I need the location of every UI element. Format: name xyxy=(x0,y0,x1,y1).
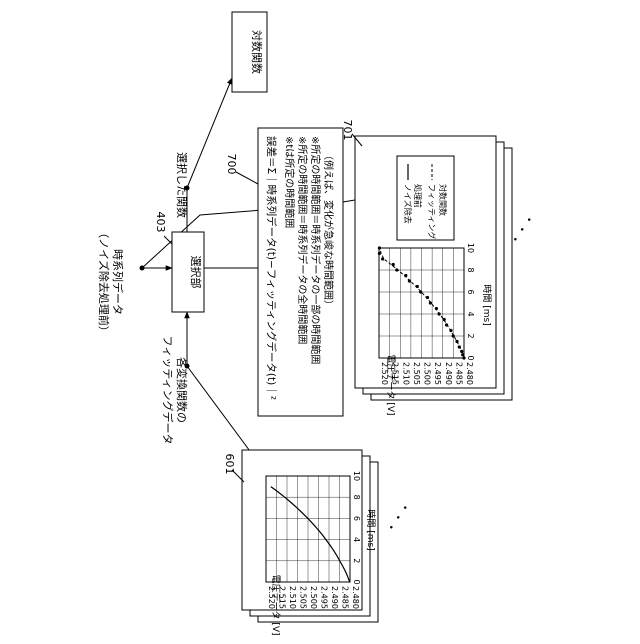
x-tick-label: 4 xyxy=(466,311,475,316)
y-tick-label: 2.500 xyxy=(309,586,318,609)
y-tick-label: 2.495 xyxy=(320,586,329,609)
error-box: 700 誤差＝Σ｜時系列データ(t)−フィッティングデータ(t)｜² ※tは所定… xyxy=(225,128,343,416)
chart-701-legend: ノイズ除去 処理前 フィッティング 対数関数 xyxy=(397,156,454,240)
legend-entry-2: フィッティング xyxy=(427,184,437,239)
error-note-2: ※所定の時間範囲＝時系列データの全時間範囲 xyxy=(296,136,309,344)
y-tick-label: 2.510 xyxy=(288,586,297,609)
chart-701-ref: 701 xyxy=(341,120,354,141)
y-tick-label: 2.495 xyxy=(433,362,442,385)
log-function-label: 対数関数 xyxy=(250,30,264,74)
x-tick-label: 6 xyxy=(466,289,475,294)
x-tick-label: 2 xyxy=(466,333,475,338)
line-chart601-fitting xyxy=(187,366,258,462)
error-note-3: ※所定の時間範囲＝時系列データの一部の時間範囲 xyxy=(309,136,322,364)
chart-601-stack: 601 2.5202.5152.5102.5052.5002.4952.4902… xyxy=(223,450,415,636)
legend-entry-2: 対数関数 xyxy=(438,184,448,216)
junction-dot xyxy=(140,266,145,271)
fitting-label: 各変換関数の xyxy=(175,357,189,423)
chart-601-ylabel: 電圧データ [V] xyxy=(270,574,282,635)
legend-entry-1: 処理前 xyxy=(413,184,423,208)
x-tick-label: 8 xyxy=(352,495,361,500)
time-series-label: 時系列データ xyxy=(111,249,125,315)
y-tick-label: 2.490 xyxy=(330,586,339,609)
leader-line xyxy=(164,236,172,244)
x-tick-label: 10 xyxy=(466,243,475,253)
chart-701-xlabel: 時間 [ms] xyxy=(481,284,492,325)
x-tick-label: 2 xyxy=(352,558,361,563)
y-tick-label: 2.485 xyxy=(341,586,350,609)
log-function-node: 対数関数 xyxy=(232,12,267,92)
chart-601-ellipsis: ・・・ xyxy=(383,499,415,537)
y-tick-label: 2.510 xyxy=(401,362,410,385)
y-tick-label: 2.485 xyxy=(454,362,463,385)
error-formula: 誤差＝Σ｜時系列データ(t)−フィッティングデータ(t)｜² xyxy=(265,136,278,400)
chart-701-ylabel: 電圧データ [V] xyxy=(385,354,397,415)
chart-601-xlabel: 時間 [ms] xyxy=(365,509,376,550)
leader-line xyxy=(236,172,258,184)
selected-function-label: 選択した関数 xyxy=(175,152,189,218)
x-tick-label: 0 xyxy=(466,355,475,360)
legend-entry-1: ノイズ除去 xyxy=(403,184,413,224)
selector-node: 選択部 403 xyxy=(154,212,204,313)
x-tick-label: 8 xyxy=(466,267,475,272)
y-tick-label: 2.480 xyxy=(465,362,474,385)
x-tick-label: 4 xyxy=(352,537,361,542)
fitting-label: フィッティングデータ xyxy=(161,335,175,444)
time-series-label: （ノイズ除去処理前） xyxy=(97,227,111,337)
error-box-ref: 700 xyxy=(225,154,238,175)
y-tick-label: 2.500 xyxy=(423,362,432,385)
error-note-4: （例えば、変化が急峻な時間範囲） xyxy=(322,150,335,310)
x-tick-label: 0 xyxy=(352,579,361,584)
y-tick-label: 2.505 xyxy=(412,362,421,385)
selector-label: 選択部 xyxy=(189,256,203,289)
y-tick-label: 2.490 xyxy=(444,362,453,385)
selector-ref: 403 xyxy=(154,212,167,233)
y-tick-label: 2.480 xyxy=(351,586,360,609)
y-tick-label: 2.505 xyxy=(299,586,308,609)
error-note-1: ※tは所定の時間範囲 xyxy=(283,136,296,228)
x-tick-label: 10 xyxy=(352,471,361,481)
x-tick-label: 6 xyxy=(352,516,361,521)
chart-701-stack: 701 2.5202.5152.5102.5052.5002.4952.4902… xyxy=(341,120,539,416)
